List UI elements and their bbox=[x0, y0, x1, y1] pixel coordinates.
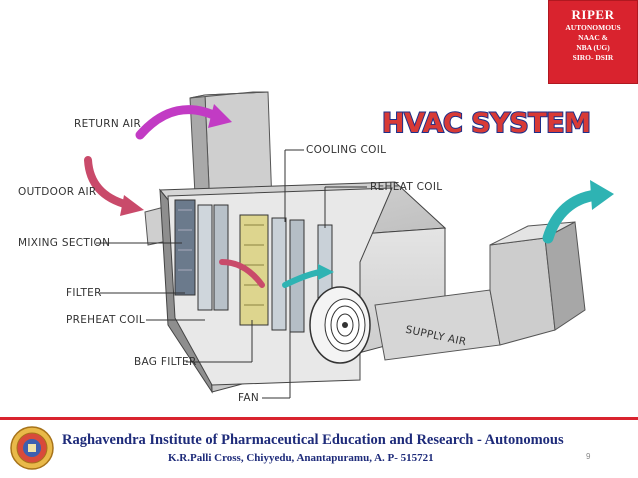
badge-line: AUTONOMOUS bbox=[565, 23, 621, 32]
leader-lines bbox=[96, 149, 367, 399]
badge-line: NAAC & bbox=[578, 33, 608, 42]
hvac-diagram bbox=[84, 91, 614, 399]
badge-line: SIRO- DSIR bbox=[572, 53, 614, 62]
label-return-air: RETURN AIR bbox=[74, 118, 142, 130]
outdoor-air-arrowhead bbox=[120, 195, 144, 216]
return-air-arrow bbox=[135, 105, 225, 140]
internal-flow-arrowhead bbox=[318, 264, 334, 280]
badge-line: NBA (UG) bbox=[576, 43, 610, 52]
slide-title: HVAC SYSTEM bbox=[381, 107, 592, 140]
page-number: 9 bbox=[586, 452, 591, 461]
supply-air-arrow bbox=[542, 189, 602, 244]
badge-title: RIPER bbox=[571, 7, 615, 22]
label-outdoor-air: OUTDOOR AIR bbox=[18, 186, 97, 198]
institute-logo-icon bbox=[10, 426, 54, 470]
label-fan: FAN bbox=[238, 392, 260, 404]
internal-flow-arrow-red bbox=[219, 259, 265, 288]
institute-name: Raghavendra Institute of Pharmaceutical … bbox=[62, 432, 564, 448]
label-filter: FILTER bbox=[66, 287, 102, 299]
cooling-coil bbox=[271, 217, 305, 333]
accreditation-badge: RIPER AUTONOMOUS NAAC & NBA (UG) SIRO- D… bbox=[548, 0, 638, 84]
internal-flow-arrow-teal bbox=[282, 269, 323, 288]
footer bbox=[0, 420, 638, 478]
supply-air-arrowhead bbox=[590, 180, 614, 210]
label-reheat-coil: REHEAT COIL bbox=[370, 181, 443, 193]
label-cooling-coil: COOLING COIL bbox=[306, 144, 387, 156]
institute-address: K.R.Palli Cross, Chiyyedu, Anantapuramu,… bbox=[168, 452, 434, 464]
preheat-coil bbox=[197, 204, 229, 311]
mixing-section-filter bbox=[174, 199, 196, 296]
fan bbox=[309, 286, 371, 364]
label-mixing-section: MIXING SECTION bbox=[18, 237, 111, 249]
return-air-arrowhead bbox=[208, 104, 232, 128]
label-bag-filter: BAG FILTER bbox=[134, 356, 197, 368]
footer-divider bbox=[0, 417, 638, 420]
label-preheat-coil: PREHEAT COIL bbox=[66, 314, 146, 326]
outdoor-air-arrow bbox=[84, 156, 132, 209]
